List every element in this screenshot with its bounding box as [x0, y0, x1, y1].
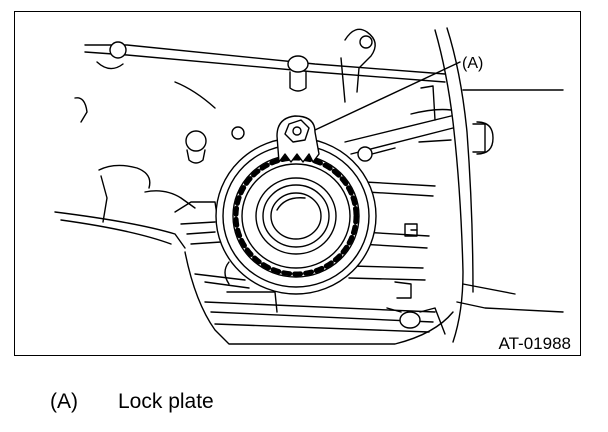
lock-plate — [276, 115, 320, 163]
shift-rod — [84, 41, 446, 83]
transmission-case-outline — [344, 27, 564, 343]
callout-label-a: (A) — [461, 55, 485, 72]
figure-frame: (A) AT-01988 — [14, 11, 581, 356]
case-bolt — [386, 307, 446, 335]
oil-pan — [184, 251, 454, 345]
legend-key: (A) — [50, 390, 78, 413]
gear-teeth-ring — [233, 155, 359, 277]
legend-item: (A) Lock plate — [50, 390, 214, 414]
transmission-illustration — [54, 27, 564, 345]
left-bracket — [54, 81, 222, 249]
left-knob — [185, 126, 245, 164]
figure-code: AT-01988 — [496, 334, 573, 353]
output-shaft — [255, 177, 337, 255]
callout-leader-line — [314, 61, 461, 131]
detent-pin — [357, 146, 396, 162]
legend-label: Lock plate — [118, 390, 214, 413]
pivot-nut — [287, 55, 309, 92]
shift-lever — [340, 28, 376, 103]
